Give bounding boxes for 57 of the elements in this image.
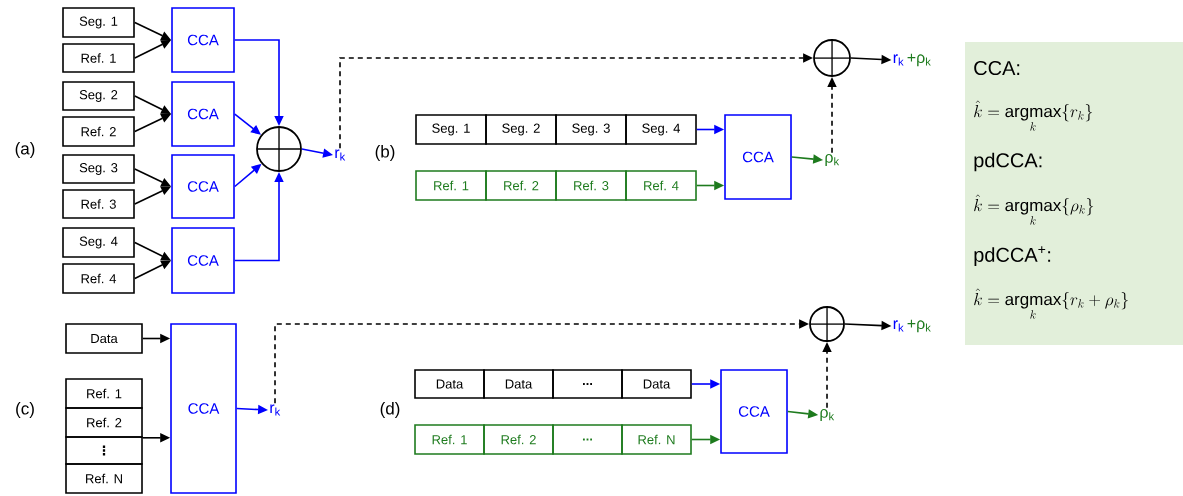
panel-label: (c) (16, 402, 34, 418)
signal-box: Data (621, 369, 692, 399)
cca-box: CCA (171, 154, 235, 219)
reference-box: Ref. N (621, 424, 692, 455)
signal-box: Seg. 3 (555, 114, 627, 145)
signal-label: r$_{k}$ (335, 149, 346, 161)
cca-box: CCA (171, 7, 235, 73)
signal-box: ... (552, 369, 623, 399)
signal-box: Seg. 2 (485, 114, 557, 145)
signal-box: Data (483, 369, 554, 399)
signal-box: Seg. 1 (415, 114, 487, 145)
signal-box: Seg. 4 (625, 114, 697, 145)
method-heading: pdCCA: (974, 152, 1042, 172)
reference-box: Ref. 2 (485, 170, 557, 201)
signal-box: Ref. 2 (62, 116, 135, 147)
formula-panel (965, 42, 1183, 345)
signal-box: Data (65, 323, 143, 354)
reference-box: Ref. 1 (414, 424, 485, 455)
signal-box: Ref. 2 (65, 407, 143, 438)
formula: $\hat{k} = \mathop{\mathrm{argmax}}\limits_{k}\{r_{k}+\rho_{k}\}$ (974, 288, 1128, 319)
summation-circle (809, 306, 845, 342)
method-heading: CCA: (974, 60, 1020, 76)
signal-box: Ref. 1 (65, 378, 143, 409)
cca-box: CCA (171, 227, 235, 294)
panel-label: (b) (375, 145, 395, 161)
reference-box: Ref. 3 (555, 170, 627, 201)
summation-circle (256, 126, 302, 172)
formula: $\hat{k} = \mathop{\mathrm{argmax}}\limits_{k}\{r_{k}\}$ (974, 100, 1092, 131)
signal-box: Seg. 1 (62, 7, 135, 38)
reference-box: Ref. 1 (415, 170, 487, 201)
signal-box: Seg. 4 (62, 227, 135, 258)
summation-circle (813, 39, 851, 77)
signal-box: Ref. 4 (62, 263, 135, 294)
signal-label: r$_{k}$ +ρ$_{k}$ (893, 319, 931, 333)
signal-box: ⋮ (65, 436, 143, 465)
signal-box: Seg. 2 (62, 81, 135, 111)
cca-box: CCA (171, 81, 235, 147)
method-heading: pdCCA$^{+}$: (974, 246, 1051, 266)
reference-box: Ref. 4 (625, 170, 697, 201)
signal-box: Data (414, 369, 485, 399)
signal-label: r$_{k}$ +ρ$_{k}$ (893, 53, 931, 67)
signal-label: ρ$_{k}$ (825, 154, 840, 166)
signal-label: r$_{k}$ (270, 404, 281, 416)
cca-box: CCA (170, 323, 237, 494)
signal-box: Seg. 3 (62, 154, 135, 184)
panel-label: (a) (15, 142, 35, 158)
formula: $\hat{k} = \mathop{\mathrm{argmax}}\limits_{k}\{\rho_{k}\}$ (974, 194, 1094, 225)
reference-box: Ref. 2 (483, 424, 554, 455)
panel-label: (d) (380, 402, 400, 418)
arrow (234, 113, 261, 135)
reference-box: ... (552, 424, 623, 455)
cca-box: CCA (724, 114, 792, 200)
signal-box: Ref. 3 (62, 189, 135, 219)
cca-box: CCA (720, 369, 788, 454)
signal-box: Ref. N (65, 463, 143, 494)
signal-label: ρ$_{k}$ (820, 409, 835, 421)
signal-box: Ref. 1 (62, 43, 135, 73)
